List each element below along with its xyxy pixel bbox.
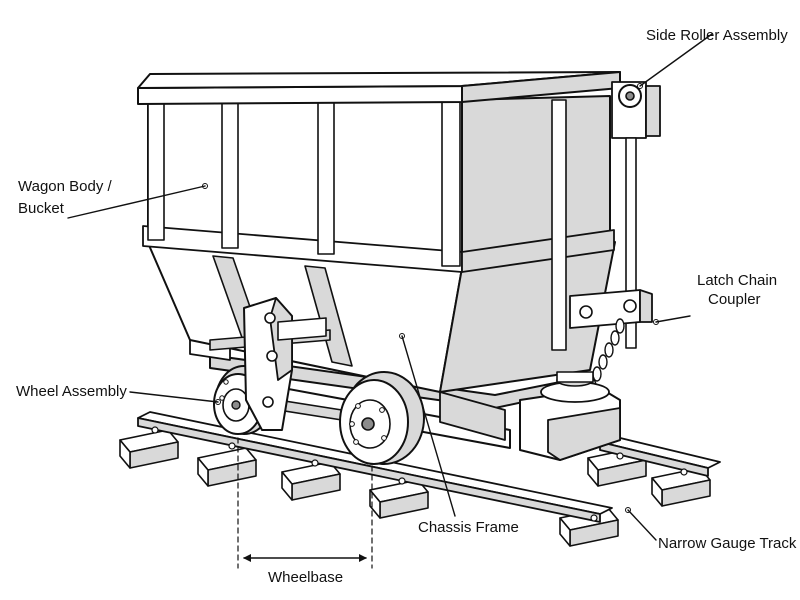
- label-wagon-body-line1: Wagon Body /: [18, 178, 112, 195]
- wheel-assembly: [213, 297, 425, 465]
- label-wheelbase: Wheelbase: [268, 569, 343, 586]
- sleeper: [369, 479, 429, 519]
- label-side-roller-assembly: Side Roller Assembly: [646, 27, 788, 44]
- callout-labels: Side Roller Assembly Wagon Body / Bucket…: [16, 27, 797, 586]
- buffer-block: [519, 371, 621, 461]
- leader-lines: [67, 33, 713, 541]
- leader-wheel: [129, 391, 219, 403]
- leader-track: [627, 509, 657, 541]
- label-wagon-body-line2: Bucket: [18, 200, 65, 217]
- leader-wagon-body: [67, 185, 206, 219]
- label-latch-chain-line1: Latch Chain: [697, 272, 777, 289]
- rail-bolts: [151, 426, 688, 522]
- side-roller-assembly: [611, 81, 661, 349]
- front-wheel: [339, 371, 425, 465]
- label-chassis-frame: Chassis Frame: [418, 519, 519, 536]
- wagon-body-bucket: [137, 71, 621, 393]
- label-latch-chain-line2: Coupler: [708, 291, 761, 308]
- leader-chassis: [401, 335, 456, 517]
- leader-latch: [655, 315, 691, 323]
- bearing-housing: [243, 297, 327, 431]
- rail-rear: [599, 435, 721, 477]
- leader-side-roller: [639, 33, 713, 87]
- label-narrow-gauge-track: Narrow Gauge Track: [658, 535, 797, 552]
- sleeper: [197, 447, 257, 487]
- wheelbase-dimension: [237, 437, 373, 569]
- label-wheel-assembly: Wheel Assembly: [16, 383, 127, 400]
- sleeper: [281, 461, 341, 501]
- sleeper: [119, 429, 179, 469]
